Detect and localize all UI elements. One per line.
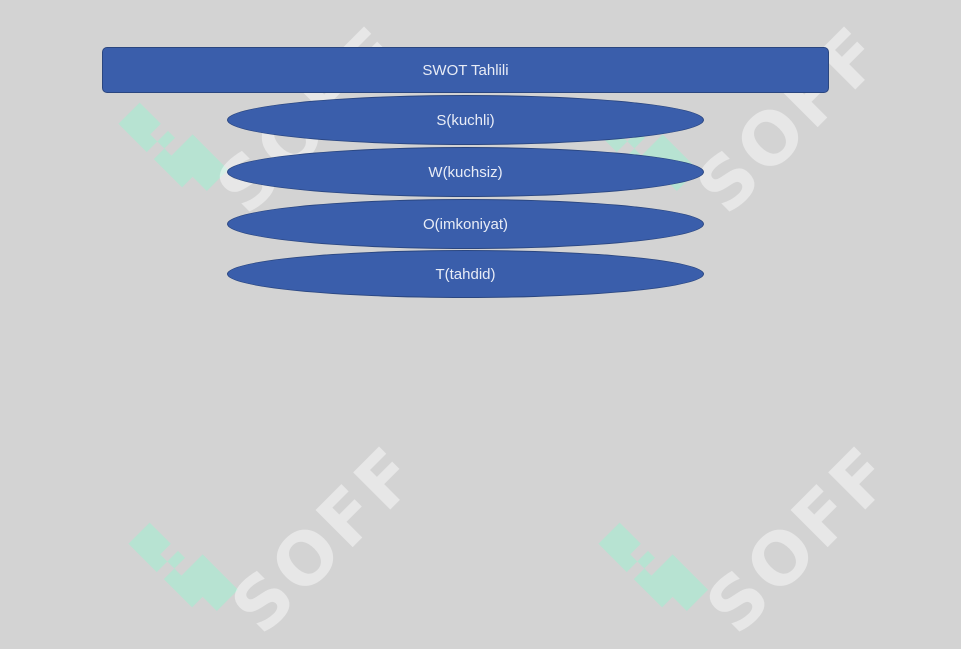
swot-opportunities-ellipse: O(imkoniyat) xyxy=(227,199,704,249)
swot-item-label: O(imkoniyat) xyxy=(422,215,508,233)
swot-strengths-ellipse: S(kuchli) xyxy=(227,95,704,145)
diagram-title-box: SWOT Tahlili xyxy=(102,47,829,93)
soff-logo-icon xyxy=(128,522,239,611)
swot-item-label: W(kuchsiz) xyxy=(428,163,503,181)
soff-logo-icon xyxy=(588,102,699,191)
swot-item-label: T(tahdid) xyxy=(435,265,496,283)
soff-logo-icon xyxy=(598,522,709,611)
swot-threats-ellipse: T(tahdid) xyxy=(227,250,704,298)
watermark-text: SOFF xyxy=(215,429,436,649)
watermark-text: SOFF xyxy=(690,429,911,649)
soff-logo-icon xyxy=(118,102,229,191)
swot-item-label: S(kuchli) xyxy=(436,111,495,129)
swot-weaknesses-ellipse: W(kuchsiz) xyxy=(227,147,704,197)
diagram-title: SWOT Tahlili xyxy=(422,61,509,79)
watermark-text: SOFF xyxy=(680,9,901,230)
